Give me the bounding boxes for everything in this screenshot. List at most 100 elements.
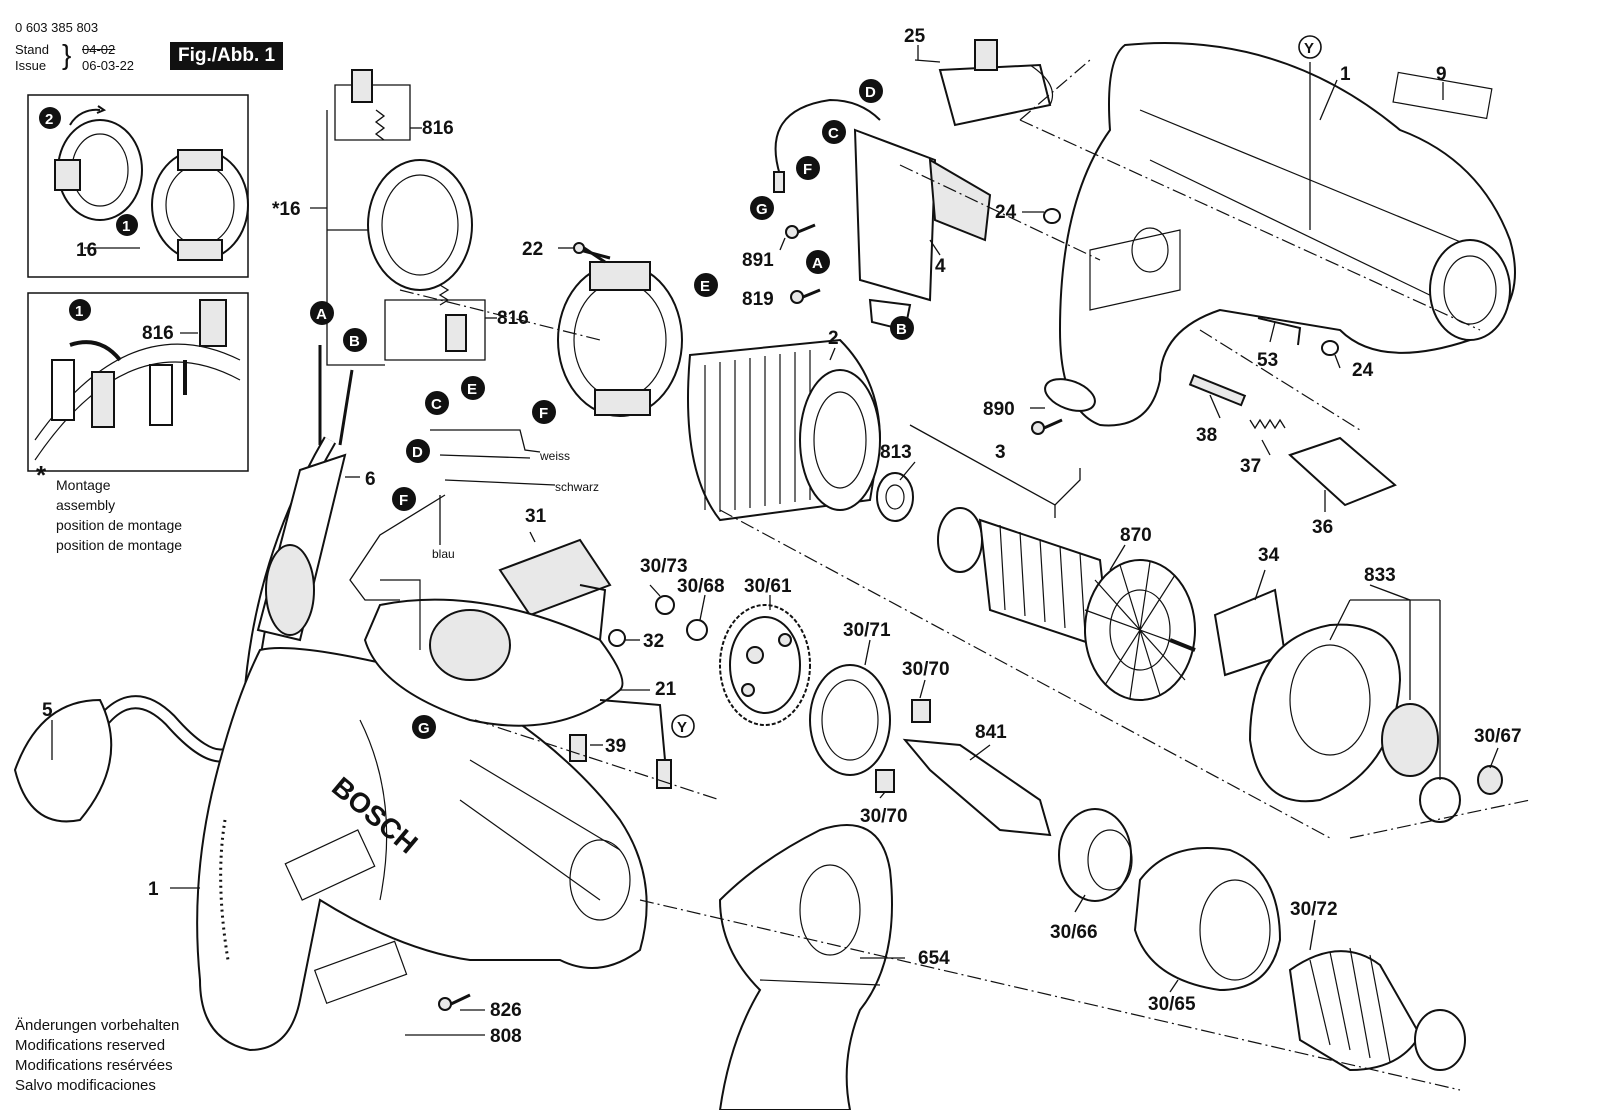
inset-box-brush-ring	[27, 94, 249, 278]
switch-cover-part	[938, 39, 1054, 127]
leader-lines	[51, 45, 1499, 1036]
gear-housing-833	[1248, 599, 1503, 823]
clip-53	[1257, 317, 1302, 346]
footer-notes: Änderungen vorbehalten Modifications res…	[15, 1016, 179, 1096]
field-stator	[687, 338, 882, 522]
assembly-note-line-1: Montage	[56, 477, 111, 493]
label-816a: 816	[422, 118, 454, 139]
brush-spring-bottom	[438, 284, 450, 306]
label-870: 870	[1120, 525, 1152, 546]
bracket-16-main	[326, 110, 385, 366]
housing-cover-21	[363, 579, 624, 762]
assembly-axes	[399, 59, 1531, 1091]
marker-2-circle	[39, 107, 61, 129]
footer-line-1: Änderungen vorbehalten	[15, 1017, 180, 1034]
wire-label-blau: blau	[432, 547, 455, 561]
slider-31	[498, 538, 612, 617]
marker-2: 2	[45, 111, 53, 128]
armature-rotor	[937, 507, 1196, 701]
brace: }	[62, 39, 72, 70]
label-16b: *16	[272, 199, 301, 220]
marker-F1: F	[399, 492, 408, 509]
inset-1-brush-holder-drawing	[54, 105, 249, 261]
label-30-65: 30/65	[1148, 994, 1196, 1015]
spring-37	[1249, 418, 1286, 430]
pin-30-70-b	[875, 769, 895, 793]
marker-1a: 1	[122, 218, 130, 235]
label-30-61: 30/61	[744, 576, 792, 597]
marker-Y2: Y	[677, 719, 687, 736]
marker-G2: G	[418, 720, 430, 737]
marker-E2: E	[700, 278, 710, 295]
marker-G1: G	[756, 201, 768, 218]
assembly-note-line-3: position de montage	[56, 517, 183, 533]
marker-1b: 1	[75, 303, 83, 320]
marker-C1: C	[431, 396, 442, 413]
washer-24b	[1321, 340, 1339, 356]
part-number: 0 603 385 803	[15, 20, 99, 35]
marker-F2: F	[539, 405, 548, 422]
label-1b: 1	[148, 879, 159, 900]
carbon-brush-bottom	[445, 314, 467, 352]
label-30-71: 30/71	[843, 620, 891, 641]
marker-A2: A	[812, 255, 823, 272]
label-plate-9	[1392, 71, 1493, 120]
label-4: 4	[935, 256, 946, 277]
marker-B2: B	[896, 321, 907, 338]
label-32: 32	[643, 631, 664, 652]
stand-label: Stand	[15, 42, 49, 57]
label-1a: 1	[1340, 64, 1351, 85]
inset-box-brush-insert	[27, 292, 249, 472]
washer-24a	[1043, 208, 1061, 224]
label-36: 36	[1312, 517, 1333, 538]
part-number-labels: 816 816 816 16 *16 22 25 891 819 4 1 9 2…	[42, 26, 1522, 1047]
footer-line-4: Salvo modificaciones	[15, 1077, 156, 1094]
bracket-816-bottom	[384, 299, 486, 361]
bracket-3	[909, 424, 1081, 506]
label-808: 808	[490, 1026, 522, 1047]
marker-E1: E	[467, 381, 477, 398]
label-3: 3	[995, 442, 1006, 463]
bracket-816-top	[334, 84, 411, 141]
label-891: 891	[742, 250, 774, 271]
label-6: 6	[365, 469, 376, 490]
label-24b: 24	[1352, 360, 1374, 381]
label-16a: 16	[76, 240, 97, 261]
keyless-chuck-30-72	[1288, 947, 1466, 1072]
connection-markers: 2 1 1 A B C E D F E F D C F G A B G	[39, 35, 1322, 739]
label-654: 654	[918, 948, 950, 969]
auxiliary-handle-654	[718, 824, 893, 1110]
assembly-star: *	[36, 460, 47, 490]
label-25: 25	[904, 26, 926, 47]
marker-F3: F	[803, 161, 812, 178]
label-890: 890	[983, 399, 1015, 420]
issue-date: 06-03-22	[82, 58, 135, 73]
label-826: 826	[490, 1000, 522, 1021]
label-24a: 24	[995, 202, 1017, 223]
label-30-73: 30/73	[640, 556, 688, 577]
label-30-70b: 30/70	[860, 806, 908, 827]
marker-A1: A	[316, 306, 327, 323]
marker-D1: D	[412, 444, 423, 461]
carbon-brush-top	[351, 69, 373, 103]
figure-label: Fig./Abb. 1	[170, 42, 284, 70]
plate-890	[1044, 378, 1096, 412]
spindle-841	[902, 738, 1052, 837]
label-37: 37	[1240, 456, 1261, 477]
label-819: 819	[742, 289, 774, 310]
part-39	[569, 734, 587, 762]
pin-30-70-a	[911, 699, 931, 723]
label-9: 9	[1436, 64, 1447, 85]
label-53: 53	[1257, 350, 1278, 371]
lever-36	[1288, 436, 1397, 507]
label-plate-808	[313, 940, 408, 1005]
label-5: 5	[42, 700, 53, 721]
label-34: 34	[1258, 545, 1280, 566]
label-833: 833	[1364, 565, 1396, 586]
footer-line-2: Modifications reserved	[15, 1037, 166, 1054]
screws	[438, 208, 1339, 1011]
marker-B1: B	[349, 333, 360, 350]
brush-holder-ring	[351, 69, 473, 352]
label-816b: 816	[497, 308, 529, 329]
ball-32	[608, 629, 626, 647]
